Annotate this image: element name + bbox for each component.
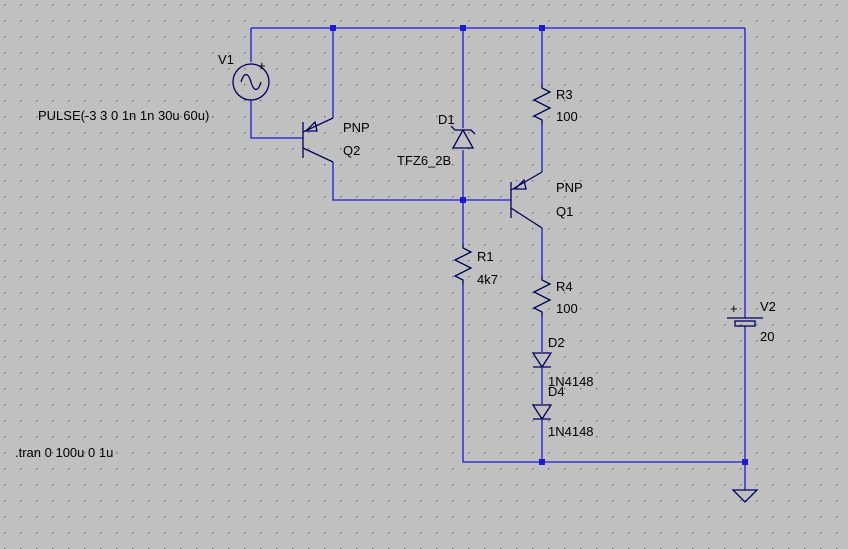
wire-r1-bottom[interactable] xyxy=(462,284,745,463)
pnp-transistor-icon[interactable] xyxy=(302,117,334,163)
d2-ref-label: D2 xyxy=(548,335,565,350)
v1-plus-sign: + xyxy=(258,58,266,73)
resistor-icon[interactable] xyxy=(532,276,552,316)
junction-dot xyxy=(460,25,466,31)
d4-ref-label: D4 xyxy=(548,384,565,399)
pnp-transistor-icon[interactable] xyxy=(510,171,543,229)
v1-value-label: PULSE(-3 3 0 1n 1n 30u 60u) xyxy=(38,108,209,123)
junction-dot xyxy=(539,25,545,31)
junctions xyxy=(330,25,748,465)
d1-model-label: TFZ6_2B xyxy=(397,153,451,168)
wire-q2-collector[interactable] xyxy=(332,162,511,201)
r3-value-label: 100 xyxy=(556,109,578,124)
q2-model-label: PNP xyxy=(343,120,370,135)
r4-ref-label: R4 xyxy=(556,279,573,294)
resistor-icon[interactable] xyxy=(453,244,473,284)
v2-plus-sign: + xyxy=(730,301,738,316)
r1-ref-label: R1 xyxy=(477,249,494,264)
junction-dot xyxy=(742,459,748,465)
q2-ref-label: Q2 xyxy=(343,143,360,158)
d1-ref-label: D1 xyxy=(438,112,455,127)
junction-dot xyxy=(460,197,466,203)
junction-dot xyxy=(539,459,545,465)
ground-icon[interactable] xyxy=(731,489,759,503)
q1-ref-label: Q1 xyxy=(556,204,573,219)
zener-diode-icon[interactable] xyxy=(450,125,476,149)
v2-value-label: 20 xyxy=(760,329,774,344)
wires xyxy=(250,27,746,490)
wire-v1-bottom[interactable] xyxy=(250,100,303,139)
junction-dot xyxy=(330,25,336,31)
r3-ref-label: R3 xyxy=(556,87,573,102)
battery-icon[interactable]: + xyxy=(727,301,763,327)
diode-icon[interactable] xyxy=(531,404,553,421)
ac-voltage-source-icon[interactable]: + xyxy=(232,58,270,101)
v2-ref-label: V2 xyxy=(760,299,776,314)
r4-value-label: 100 xyxy=(556,301,578,316)
d4-model-label: 1N4148 xyxy=(548,424,594,439)
r1-value-label: 4k7 xyxy=(477,272,498,287)
q1-model-label: PNP xyxy=(556,180,583,195)
spice-directive[interactable]: .tran 0 100u 0 1u xyxy=(15,445,113,460)
resistor-icon[interactable] xyxy=(532,84,552,124)
v1-ref-label: V1 xyxy=(218,52,234,67)
diode-icon[interactable] xyxy=(531,352,553,369)
d2-model-label: 1N4148 xyxy=(548,374,594,389)
